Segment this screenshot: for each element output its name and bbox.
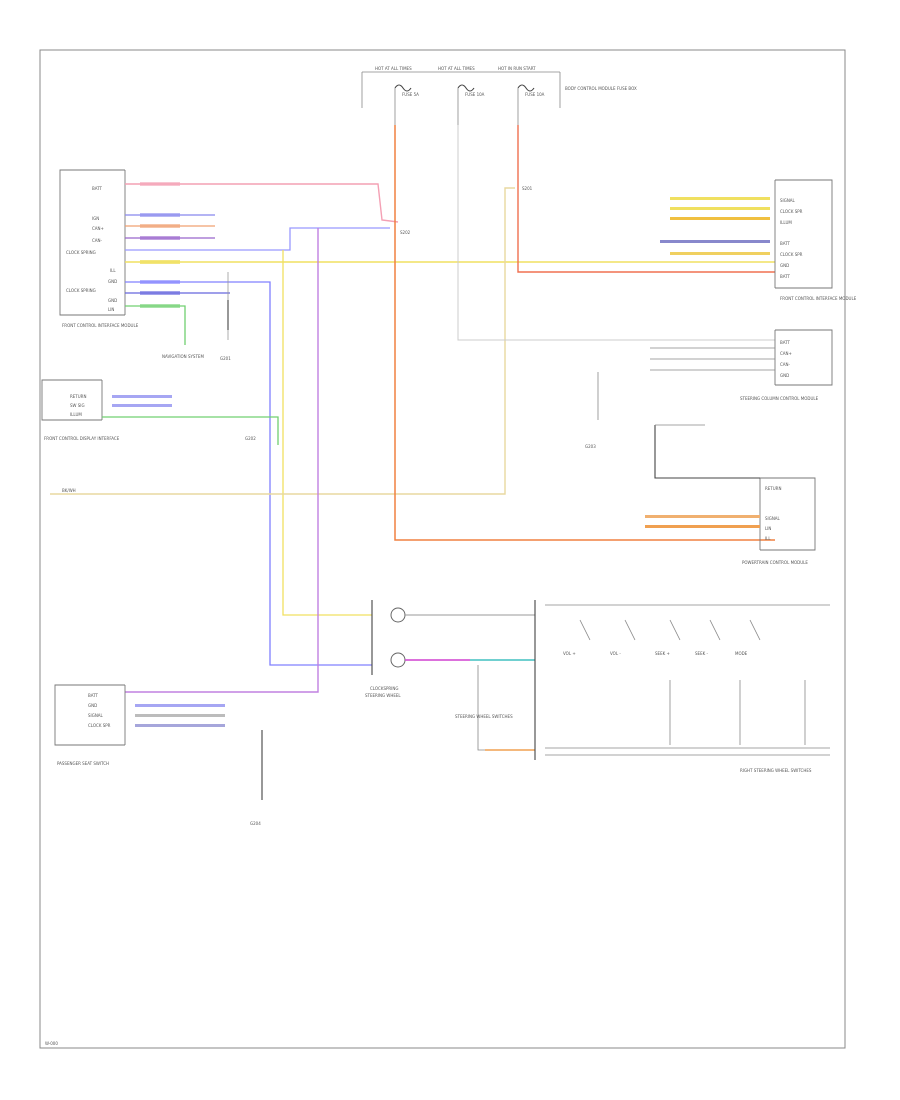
rcm-wire-1: [112, 395, 172, 398]
wire-red-batt: [125, 183, 399, 223]
gnd-steer-label: G203: [585, 444, 596, 449]
horn-switch-label: STEERING WHEEL SWITCHES: [455, 714, 513, 719]
right-pin-7: BATT: [780, 274, 791, 279]
fuse-rating-3: FUSE 10A: [525, 92, 545, 97]
bcm-pin-8: CLOCK SPRING: [66, 288, 96, 293]
switch-1: VOL +: [563, 651, 576, 656]
wire-violet-can: [125, 227, 390, 251]
clockspring-label: CLOCKSPRING: [370, 686, 398, 691]
sccm-pin-1: BATT: [780, 340, 791, 345]
gnd-rcm-label: G202: [245, 436, 256, 441]
switch-5: MODE: [735, 651, 748, 656]
fuse-symbol-2: [457, 84, 475, 92]
wire-yellow-down: [282, 250, 372, 616]
right-pin-5: CLOCK SPR: [780, 252, 803, 257]
footer-code: W-000: [45, 1041, 58, 1046]
bcm-pin-2: IGN: [92, 216, 99, 221]
rcm-pin-2: SW SIG: [70, 403, 85, 408]
bcm-pin-9: GND: [108, 298, 117, 303]
pcm-wires: [645, 515, 760, 528]
wire-orange-fuse3: [517, 125, 775, 273]
sccm-wires: [597, 347, 775, 420]
wire-violet-pass: [125, 228, 319, 693]
gnd-pass-label: G204: [250, 821, 261, 826]
splice-1: S202: [400, 230, 411, 235]
switch-4: SEEK -: [695, 651, 708, 656]
bcm-pin-10: LIN: [108, 307, 114, 312]
right-switch-label: RIGHT STEERING WHEEL SWITCHES: [740, 768, 812, 773]
clockspring: CLOCKSPRING STEERING WHEEL: [365, 600, 406, 698]
bcm-module: FRONT CONTROL INTERFACE MODULE BATT IGN …: [59, 169, 139, 328]
pass-pin-1: BATT: [88, 693, 99, 698]
rcm-module: FRONT CONTROL DISPLAY INTERFACE RETURN S…: [41, 379, 120, 441]
audio-sys-label: NAVIGATION SYSTEM: [162, 354, 204, 359]
pcm-gnd-wire: [654, 425, 760, 479]
passenger-title: PASSENGER SEAT SWITCH: [57, 761, 109, 766]
fuse-label-3: HOT IN RUN START: [498, 66, 536, 71]
wire-tan-long: [50, 187, 515, 495]
sccm-title: STEERING COLUMN CONTROL MODULE: [740, 396, 819, 401]
pass-pin-2: GND: [88, 703, 97, 708]
right-pin-4: BATT: [780, 241, 791, 246]
clockspring-sub: STEERING WHEEL: [365, 693, 401, 698]
right-module-title: FRONT CONTROL INTERFACE MODULE: [780, 296, 857, 301]
switch-bank: VOL + VOL - SEEK + SEEK - MODE RIGHT STE…: [534, 600, 830, 773]
pcm-pin-3: LIN: [765, 526, 771, 531]
bcm-connectors: [140, 182, 180, 308]
pcm-pin-1: RETURN: [765, 486, 781, 491]
right-pin-1: SIGNAL: [780, 198, 796, 203]
fuse-symbol-1: [394, 84, 412, 92]
pcm-pin-2: SIGNAL: [765, 516, 781, 521]
right-pin-6: GND: [780, 263, 789, 268]
wire-blue-clock: [125, 281, 372, 666]
fuse-symbol-3: [517, 84, 535, 92]
fuse-label-1: HOT AT ALL TIMES: [375, 66, 412, 71]
pass-pin-3: SIGNAL: [88, 713, 104, 718]
splice-2: S201: [522, 186, 533, 191]
fuse-block: HOT AT ALL TIMES HOT AT ALL TIMES HOT IN…: [361, 66, 637, 125]
right-module: FRONT CONTROL INTERFACE MODULE SIGNAL CL…: [774, 179, 857, 301]
sccm-pin-2: CAN+: [780, 351, 792, 356]
sccm-pin-3: CAN-: [780, 362, 791, 367]
bcm-pin-4: CAN-: [92, 238, 103, 243]
fuse-rating-1: FUSE 5A: [402, 92, 419, 97]
fuse-rating-2: FUSE 10A: [465, 92, 485, 97]
wire-green-rcm: [102, 416, 279, 445]
bcm-pin-3: CAN+: [92, 226, 104, 231]
right-pin-2: CLOCK SPR: [780, 209, 803, 214]
page-border: [39, 49, 846, 1049]
gnd-bcm-label: G201: [220, 356, 231, 361]
rcm-wire-2: [112, 404, 172, 407]
pcm-title: POWERTRAIN CONTROL MODULE: [742, 560, 808, 565]
wire-horn: [477, 665, 535, 751]
right-module-wires: [660, 197, 770, 255]
bcm-title: FRONT CONTROL INTERFACE MODULE: [62, 323, 139, 328]
sccm-module: STEERING COLUMN CONTROL MODULE BATT CAN+…: [740, 329, 833, 401]
bcm-pin-6: ILL: [110, 268, 116, 273]
fuse-box-label: BODY CONTROL MODULE FUSE BOX: [565, 86, 637, 91]
passenger-module: PASSENGER SEAT SWITCH BATT GND SIGNAL CL…: [54, 684, 126, 766]
bcm-pin-1: BATT: [92, 186, 103, 191]
bcm-pin-5: CLOCK SPRING: [66, 250, 96, 255]
pcm-pin-4: ILL: [765, 536, 771, 541]
wire-orange-main: [394, 125, 775, 541]
orange-wire-label: BK/WH: [62, 488, 76, 493]
rcm-pin-3: ILLUM: [70, 412, 82, 417]
sccm-pin-4: GND: [780, 373, 789, 378]
rcm-title: FRONT CONTROL DISPLAY INTERFACE: [44, 436, 120, 441]
fuse-label-2: HOT AT ALL TIMES: [438, 66, 475, 71]
wire-gray-fuse2: [457, 125, 775, 341]
right-pin-3: ILLUM: [780, 220, 792, 225]
pass-pin-4: CLOCK SPR: [88, 723, 111, 728]
switch-2: VOL -: [610, 651, 621, 656]
passenger-wires: [135, 704, 263, 800]
bcm-pin-7: GND: [108, 279, 117, 284]
pcm-module: POWERTRAIN CONTROL MODULE RETURN SIGNAL …: [742, 477, 816, 565]
rcm-pin-1: RETURN: [70, 394, 86, 399]
switch-3: SEEK +: [655, 651, 670, 656]
